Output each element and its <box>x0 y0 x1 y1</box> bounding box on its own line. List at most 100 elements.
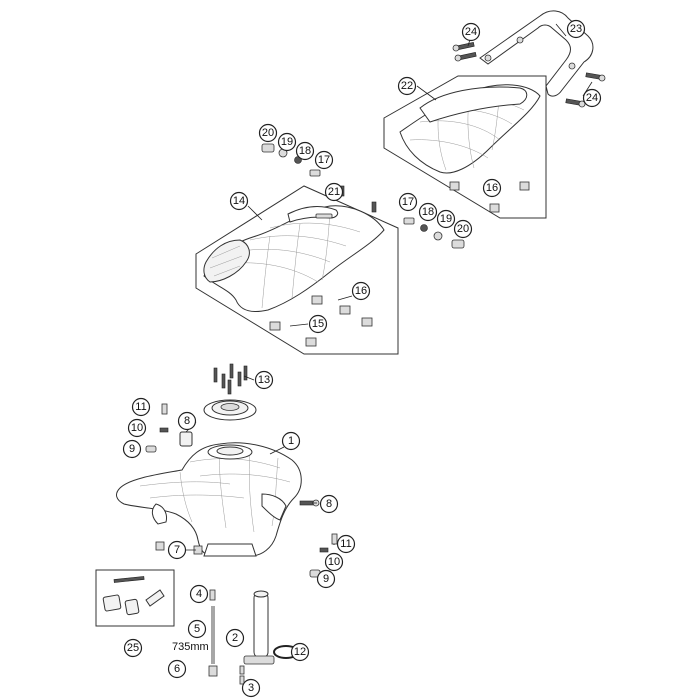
callout-4: 4 <box>189 584 209 604</box>
seat-clip-4 <box>269 321 281 331</box>
svg-text:11: 11 <box>135 401 146 413</box>
svg-text:18: 18 <box>422 206 434 218</box>
callout-18-lower: 18 <box>418 202 438 222</box>
washer-18b <box>420 224 428 232</box>
screw-17b <box>403 217 415 225</box>
callout-16-rear: 16 <box>482 178 502 198</box>
callout-19-lower: 19 <box>436 209 456 229</box>
callout-6: 6 <box>167 659 187 679</box>
spacer-20 <box>261 143 275 153</box>
svg-text:3: 3 <box>248 682 254 694</box>
breather-kit <box>95 569 175 627</box>
grab-handle-group <box>452 10 606 108</box>
rear-seat-clip-3 <box>489 203 500 213</box>
svg-text:21: 21 <box>328 186 340 198</box>
svg-text:10: 10 <box>328 556 340 568</box>
spacer-20b <box>451 239 465 249</box>
callout-5: 5 <box>187 619 207 639</box>
callout-20-lower: 20 <box>453 219 473 239</box>
fuel-cap <box>203 399 257 421</box>
svg-text:13: 13 <box>258 374 270 386</box>
fuel-pipe-2 <box>253 591 269 659</box>
rear-seat-clip-1 <box>449 181 460 191</box>
svg-text:8: 8 <box>184 415 190 427</box>
callout-3: 3 <box>241 678 261 698</box>
svg-text:25: 25 <box>127 642 139 654</box>
svg-text:1: 1 <box>288 435 294 447</box>
callout-9-right: 9 <box>316 569 336 589</box>
callout-1: 1 <box>281 431 301 451</box>
svg-text:12: 12 <box>294 646 306 658</box>
rider-seat-frame <box>195 185 399 355</box>
callout-19-upper: 19 <box>277 132 297 152</box>
washer-10b <box>319 547 329 553</box>
svg-text:15: 15 <box>312 318 324 330</box>
svg-text:16: 16 <box>355 285 367 297</box>
callout-17-lower: 17 <box>398 192 418 212</box>
svg-text:24: 24 <box>586 92 598 104</box>
callout-2: 2 <box>225 628 245 648</box>
svg-text:19: 19 <box>440 213 452 225</box>
hardware-right <box>309 533 338 578</box>
callout-16-front: 16 <box>351 281 371 301</box>
svg-text:17: 17 <box>402 196 414 208</box>
seat-screw-21b <box>371 201 377 213</box>
seat-clip-5 <box>305 337 317 347</box>
svg-text:20: 20 <box>262 127 274 139</box>
svg-text:6: 6 <box>174 663 180 675</box>
callout-20-upper: 20 <box>258 123 278 143</box>
grommet-19b <box>433 231 443 241</box>
svg-text:2: 2 <box>232 632 238 644</box>
callout-14: 14 <box>229 191 249 211</box>
callout-24-top: 24 <box>461 22 481 42</box>
rear-seat-frame <box>383 75 547 219</box>
fuel-cap-screws <box>213 363 248 395</box>
svg-text:16: 16 <box>486 182 498 194</box>
svg-text:18: 18 <box>299 145 311 157</box>
seat-clip-3 <box>361 317 373 327</box>
grab-handle <box>479 10 594 97</box>
grommet-9a <box>145 445 157 453</box>
svg-text:17: 17 <box>318 154 330 166</box>
svg-text:9: 9 <box>323 573 329 585</box>
handle-bolts-top <box>452 42 477 62</box>
handle-bolts-right <box>565 72 606 108</box>
bolt-11a <box>161 403 168 415</box>
svg-text:24: 24 <box>465 26 477 38</box>
svg-text:14: 14 <box>233 195 245 207</box>
svg-text:9: 9 <box>129 443 135 455</box>
callout-22: 22 <box>397 76 417 96</box>
callout-7: 7 <box>167 540 187 560</box>
callout-13: 13 <box>254 370 274 390</box>
seat-bushing-set-right <box>403 217 465 249</box>
fuel-line-group <box>208 589 299 685</box>
svg-text:22: 22 <box>401 80 413 92</box>
callout-21: 21 <box>324 182 344 202</box>
screw-4 <box>209 589 216 601</box>
svg-text:19: 19 <box>281 136 293 148</box>
rider-seat-group <box>195 185 399 355</box>
callout-23: 23 <box>566 19 586 39</box>
screw-3 <box>239 675 245 685</box>
callout-24-right: 24 <box>582 88 602 108</box>
svg-text:8: 8 <box>326 498 332 510</box>
callout-11-left: 11 <box>131 397 151 417</box>
svg-text:10: 10 <box>131 422 143 434</box>
rear-seat-group <box>383 75 547 219</box>
rider-seat <box>203 205 385 313</box>
callout-8-upper: 8 <box>177 411 197 431</box>
svg-text:5: 5 <box>194 623 200 635</box>
fuel-tank <box>116 442 302 557</box>
seat-clip-1 <box>311 295 323 305</box>
svg-text:20: 20 <box>457 223 469 235</box>
washer-10a <box>159 427 169 433</box>
callout-9-left: 9 <box>122 439 142 459</box>
callout-25: 25 <box>123 638 143 658</box>
clamp-6 <box>208 665 218 677</box>
callout-18-upper: 18 <box>295 141 315 161</box>
bolt-11b <box>331 533 338 545</box>
callout-8-right: 8 <box>319 494 339 514</box>
svg-text:4: 4 <box>196 588 202 600</box>
callout-10-left: 10 <box>127 418 147 438</box>
